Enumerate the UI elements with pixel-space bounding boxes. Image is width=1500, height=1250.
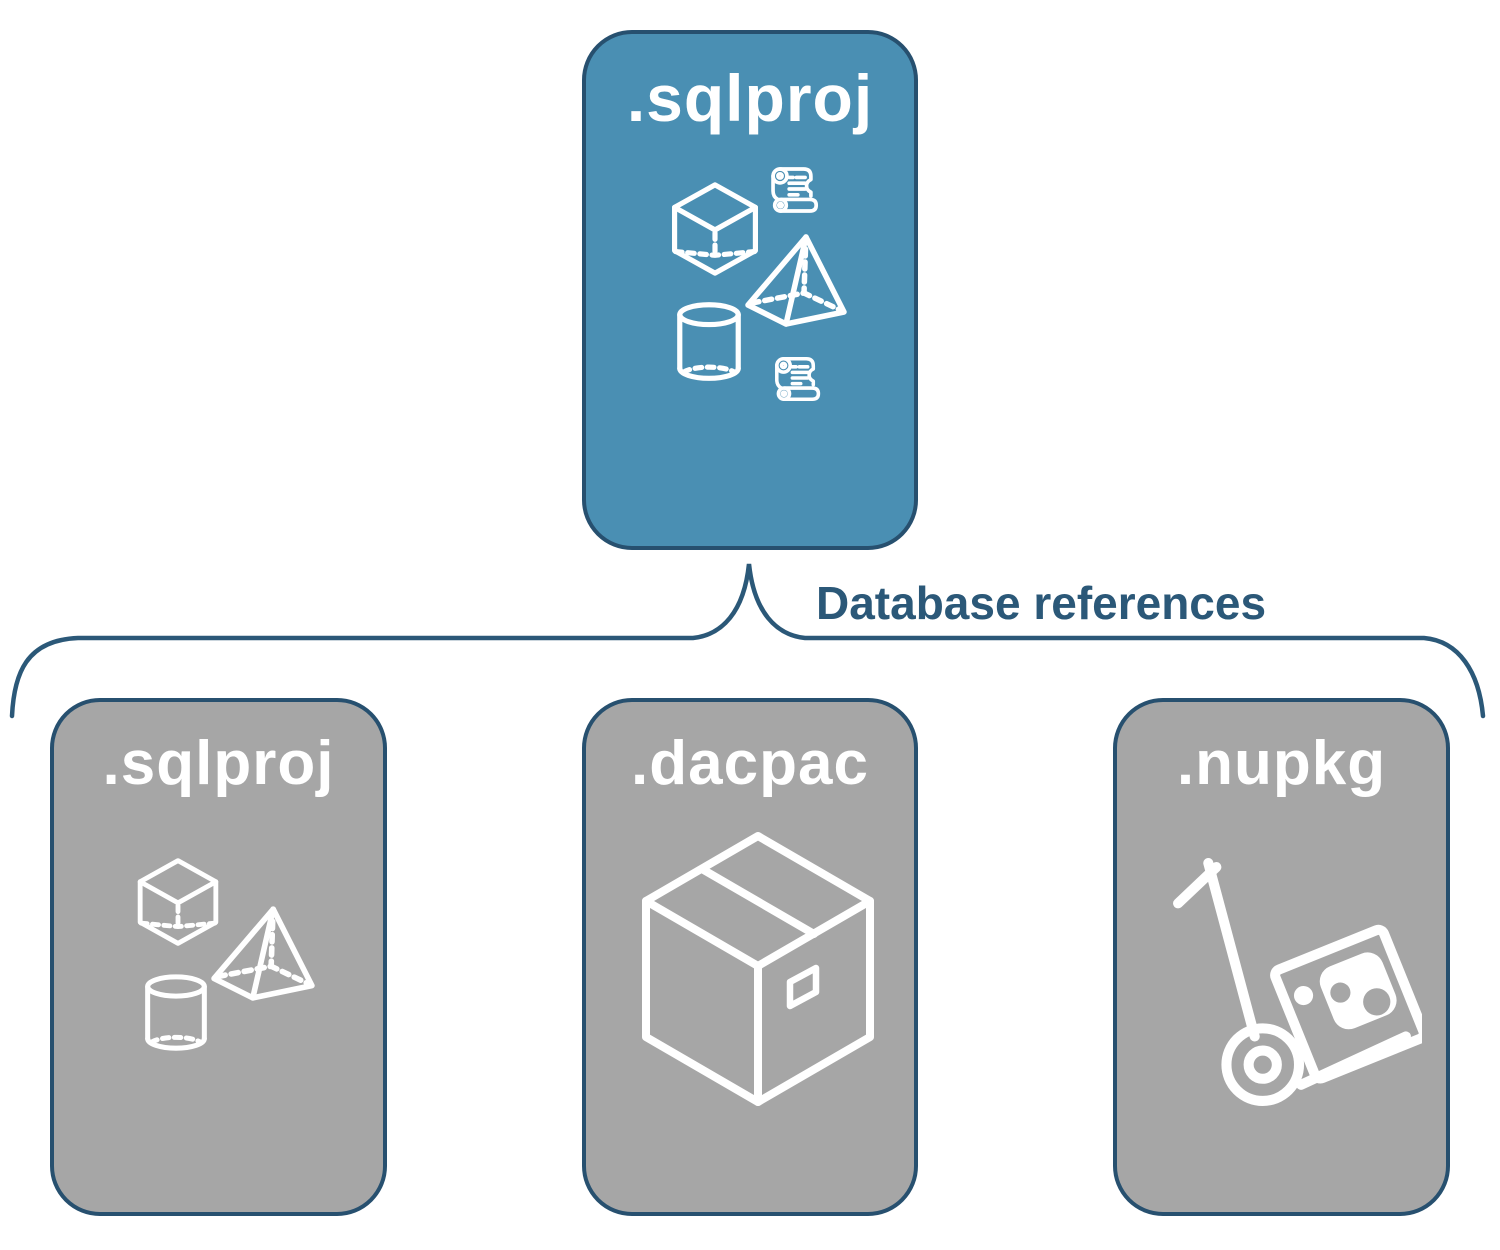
node-nupkg-label: .nupkg [1176, 729, 1387, 798]
node-sqlproj-referenced-label: .sqlproj [102, 729, 335, 798]
node-sqlproj-main-label: .sqlproj [626, 61, 874, 135]
cylinder-icon [676, 302, 742, 382]
node-nupkg: .nupkg [1113, 698, 1450, 1216]
package-box-icon [638, 830, 878, 1108]
cylinder-icon [144, 974, 208, 1052]
cube-icon [134, 858, 222, 946]
hand-truck-icon [1170, 857, 1422, 1109]
pyramid-icon [744, 232, 848, 328]
scroll-icon [766, 162, 822, 216]
node-dacpac-label: .dacpac [631, 729, 869, 798]
node-sqlproj-referenced: .sqlproj [50, 698, 387, 1216]
node-dacpac: .dacpac [582, 698, 918, 1216]
pyramid-icon [210, 904, 316, 1002]
scroll-icon [770, 352, 824, 404]
node-sqlproj-main: .sqlproj [582, 30, 918, 550]
connector-label: Database references [816, 577, 1267, 629]
